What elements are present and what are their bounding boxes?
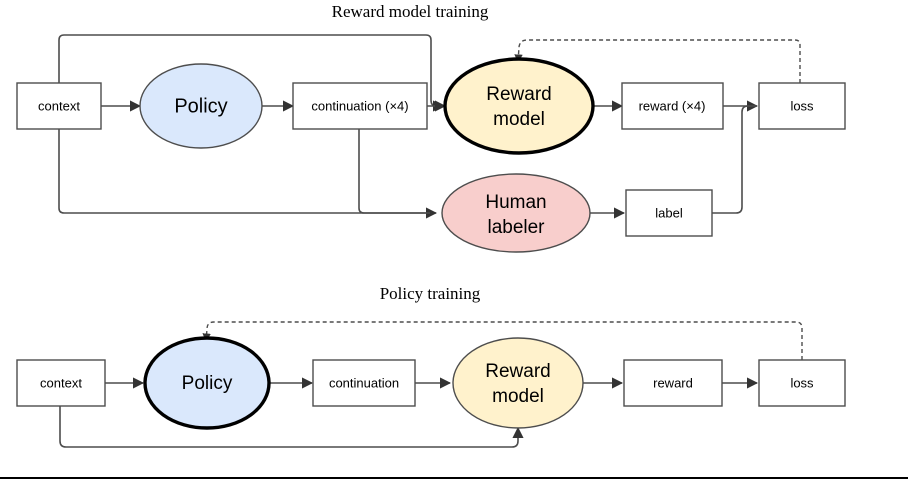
reward-box-top[interactable] <box>621 82 724 130</box>
policy-ellipse-top[interactable] <box>139 63 263 149</box>
node-label[interactable]: label <box>625 189 713 237</box>
continuation-box-top[interactable] <box>292 82 428 130</box>
context-box-bottom[interactable] <box>16 359 106 407</box>
node-context-bottom[interactable]: context <box>16 359 106 407</box>
label-label: label <box>655 205 683 220</box>
reward-model-label-top-line1: Reward <box>486 84 551 105</box>
label-box[interactable] <box>625 189 713 237</box>
policy-label-top: Policy <box>174 95 227 117</box>
node-policy-top[interactable]: Policy <box>139 63 263 149</box>
node-reward-top[interactable]: reward (×4) <box>621 82 724 130</box>
reward-label-top: reward (×4) <box>639 98 706 113</box>
policy-ellipse-bottom[interactable] <box>143 336 271 430</box>
node-loss-top[interactable]: loss <box>758 82 846 130</box>
node-reward-bottom[interactable]: reward <box>623 359 723 407</box>
edge-context-to-reward-model-top <box>58 34 445 112</box>
reward-model-label-top-line2: model <box>493 109 545 130</box>
node-context-top[interactable]: context <box>16 82 102 130</box>
human-labeler-label-line1: Human <box>485 192 546 213</box>
edge-context-to-human-labeler <box>58 128 438 219</box>
loss-label-top: loss <box>790 98 814 113</box>
context-label-top: context <box>38 98 80 113</box>
panel-title-policy-training: Policy training <box>380 284 481 303</box>
node-human-labeler[interactable]: Human labeler <box>441 173 591 253</box>
context-box-top[interactable] <box>16 82 102 130</box>
context-label-bottom: context <box>40 375 82 390</box>
node-reward-model-bottom[interactable]: Reward model <box>452 337 584 429</box>
human-labeler-ellipse[interactable] <box>441 173 591 253</box>
loss-box-top[interactable] <box>758 82 846 130</box>
node-policy-bottom[interactable]: Policy <box>143 336 271 430</box>
node-reward-model-top[interactable]: Reward model <box>443 57 595 155</box>
node-loss-bottom[interactable]: loss <box>758 359 846 407</box>
edge-context-to-reward-model-bottom <box>59 406 524 448</box>
reward-label-bottom: reward <box>653 375 693 390</box>
node-continuation-top[interactable]: continuation (×4) <box>292 82 428 130</box>
node-continuation-bottom[interactable]: continuation <box>312 359 416 407</box>
edge-continuation-to-human-labeler <box>358 128 430 214</box>
human-labeler-label-line2: labeler <box>487 217 545 238</box>
continuation-label-top: continuation (×4) <box>311 98 408 113</box>
panel-title-reward-model-training: Reward model training <box>332 2 489 21</box>
continuation-label-bottom: continuation <box>329 375 399 390</box>
reward-model-ellipse-bottom[interactable] <box>452 337 584 429</box>
edge-loss-gradient-to-reward-model <box>514 39 801 83</box>
edge-loss-gradient-to-policy <box>202 321 803 360</box>
loss-label-bottom: loss <box>790 375 814 390</box>
reward-model-ellipse-top[interactable] <box>443 57 595 155</box>
loss-box-bottom[interactable] <box>758 359 846 407</box>
continuation-box-bottom[interactable] <box>312 359 416 407</box>
reward-box-bottom[interactable] <box>623 359 723 407</box>
policy-label-bottom: Policy <box>182 373 233 394</box>
edge-label-to-loss <box>712 105 757 214</box>
reward-model-label-bottom-line2: model <box>492 386 544 407</box>
reward-model-label-bottom-line1: Reward <box>485 361 550 382</box>
